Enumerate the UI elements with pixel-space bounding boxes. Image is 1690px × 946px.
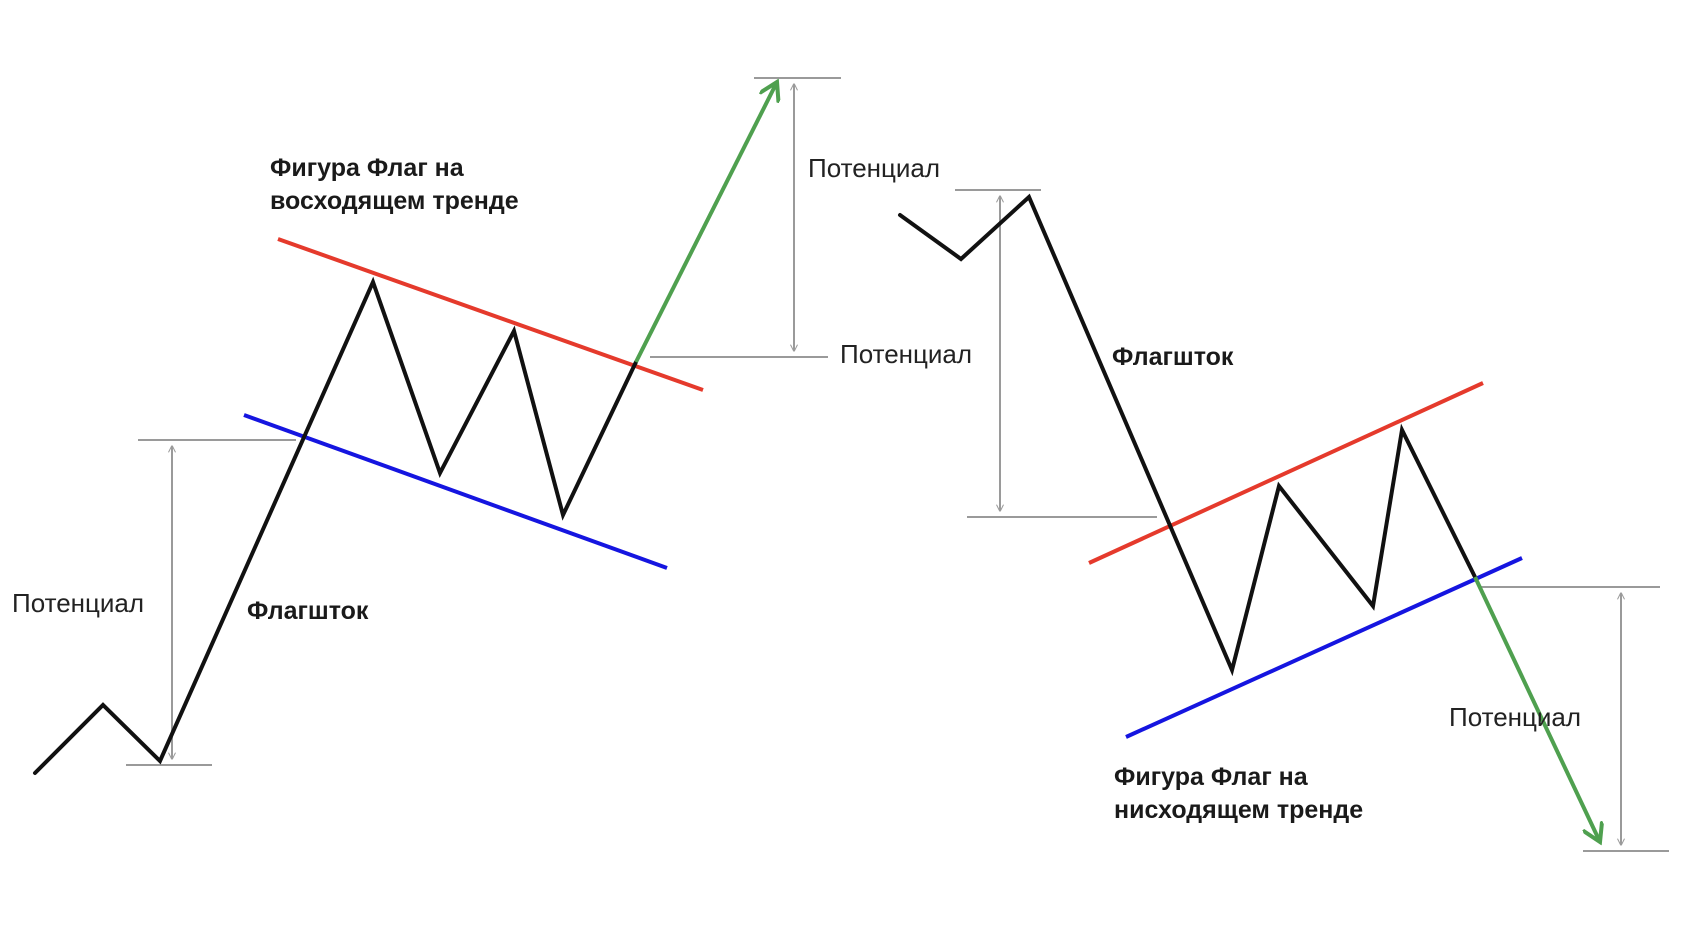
figure-title-line2: восходящем тренде	[270, 187, 519, 215]
resistance-line	[277, 237, 704, 392]
figure-title-line1: Фигура Флаг на	[1114, 763, 1309, 791]
price-path	[33, 276, 638, 775]
pole-label: Флагшток	[247, 597, 369, 625]
resistance-line	[1088, 381, 1484, 565]
potential-pole-label: Потенциал	[808, 153, 940, 183]
breakout-arrow	[634, 82, 777, 363]
support-line	[243, 413, 668, 570]
bearish-flag-figure: Фигура Флаг на нисходящем тренде Флагшто…	[808, 153, 1669, 852]
price-path	[898, 193, 1477, 677]
bullish-flag-figure: Фигура Флаг на восходящем тренде Флагшто…	[12, 77, 972, 775]
figure-title-line1: Фигура Флаг на	[270, 154, 465, 182]
pole-label: Флагшток	[1112, 343, 1234, 371]
potential-target-label: Потенциал	[840, 339, 972, 369]
potential-pole-label: Потенциал	[12, 588, 144, 618]
breakout-arrow	[1473, 576, 1600, 842]
support-line	[1125, 556, 1523, 739]
figure-title-line2: нисходящем тренде	[1114, 796, 1363, 824]
potential-target-label: Потенциал	[1449, 702, 1581, 732]
